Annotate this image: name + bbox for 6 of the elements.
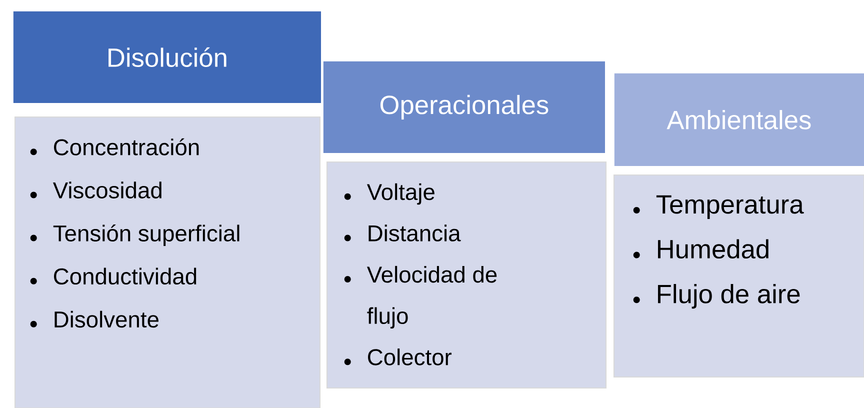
header-box: Ambientales — [613, 72, 864, 168]
list-box: Voltaje Distancia Velocidad de flujo Colector — [326, 161, 607, 389]
header-box: Disolución — [12, 10, 322, 104]
list-box: Concentración Viscosidad Tensión superficial Conductividad Disolvente — [14, 116, 321, 408]
list-box: Temperatura Humedad Flujo de aire — [613, 174, 864, 378]
header-box: Operacionales — [322, 60, 606, 154]
